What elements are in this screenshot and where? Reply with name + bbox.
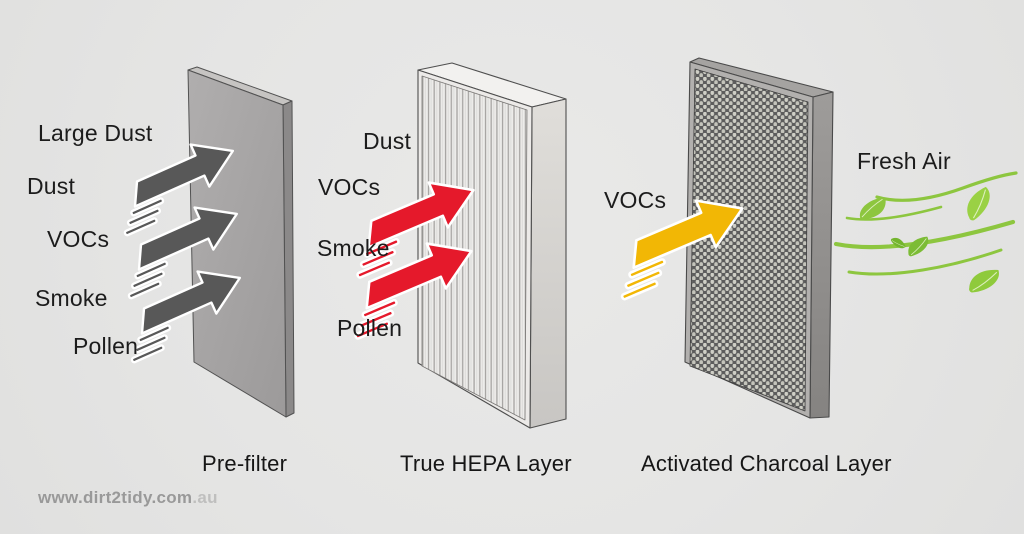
pollutant-label-dust: Dust bbox=[27, 173, 76, 199]
pollutant-label-dust: Dust bbox=[363, 128, 412, 154]
hepa-panel bbox=[417, 62, 567, 429]
pollutant-label-smoke: Smoke bbox=[317, 235, 390, 261]
breeze-line bbox=[847, 248, 1003, 276]
watermark-domain: www.dirt2tidy.com bbox=[38, 488, 193, 507]
pollutant-label-pollen: Pollen bbox=[337, 315, 403, 341]
fresh-air-breeze bbox=[833, 171, 1018, 276]
pollutant-label-large-dust: Large Dust bbox=[38, 120, 153, 146]
caption-charcoal: Activated Charcoal Layer bbox=[641, 451, 892, 476]
fresh-air-leaves bbox=[856, 185, 1002, 294]
leaf-icon bbox=[966, 268, 1002, 294]
pollutant-label-pollen: Pollen bbox=[73, 333, 139, 359]
caption-hepa: True HEPA Layer bbox=[400, 451, 572, 476]
watermark-tld: .au bbox=[192, 488, 218, 507]
pollutant-label-vocs: VOCs bbox=[318, 174, 381, 200]
breeze-line bbox=[845, 205, 943, 221]
fresh-air-label: Fresh Air bbox=[857, 148, 951, 174]
leaf-icon bbox=[890, 234, 907, 252]
hepa-side-face bbox=[529, 98, 567, 429]
breeze-line bbox=[875, 171, 1018, 202]
leaf-icon bbox=[959, 185, 999, 223]
pollutant-label-vocs: VOCs bbox=[47, 226, 110, 252]
charcoal-panel bbox=[684, 57, 834, 419]
charcoal-side-face bbox=[809, 91, 834, 419]
pollutant-label-smoke: Smoke bbox=[35, 285, 108, 311]
pollutant-label-vocs: VOCs bbox=[604, 187, 667, 213]
leaf-icon bbox=[856, 196, 890, 221]
caption-prefilter: Pre-filter bbox=[202, 451, 288, 476]
watermark-url: www.dirt2tidy.com.au bbox=[38, 488, 218, 508]
prefilter-panel bbox=[187, 66, 295, 418]
charcoal-mesh bbox=[689, 68, 809, 412]
prefilter-front-face bbox=[187, 69, 287, 418]
